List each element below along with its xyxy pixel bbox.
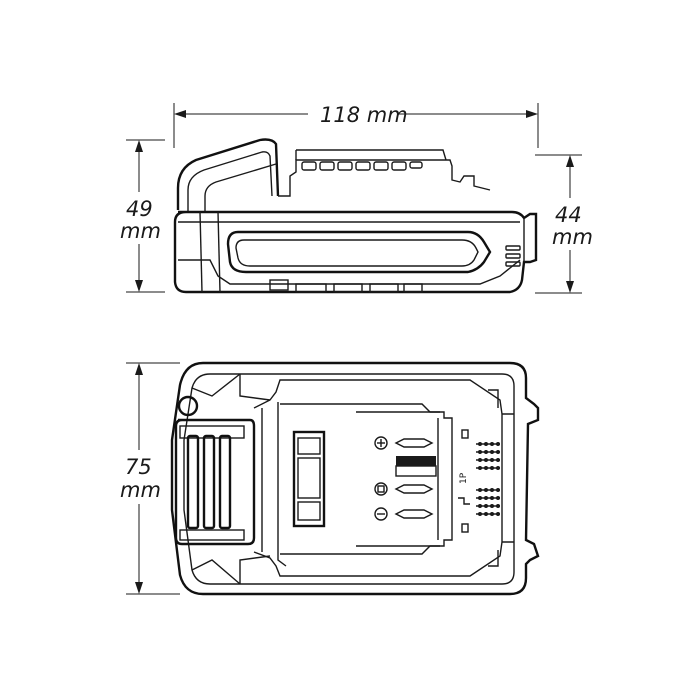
minus-terminal-icon <box>374 507 388 521</box>
battery-top-view: 1P <box>170 361 540 596</box>
data-terminal-icon <box>374 482 388 496</box>
battery-side-view <box>173 138 538 294</box>
depth-unit: mm <box>120 478 161 502</box>
terminal-slots <box>394 438 437 519</box>
width-value: 118 mm <box>320 103 408 127</box>
plus-terminal-icon <box>374 436 388 450</box>
height-body-value: 44 <box>555 203 582 227</box>
width-dimension: 118 mm <box>173 103 539 148</box>
depth-value: 75 <box>125 455 152 479</box>
height-total-unit: mm <box>120 219 161 243</box>
height-total-dimension: 49 mm <box>120 139 165 293</box>
depth-dimension: 75 mm <box>120 362 180 595</box>
center-vent <box>292 430 326 528</box>
bottom-ribs <box>269 279 423 293</box>
height-body-dimension: 44 mm <box>535 154 593 294</box>
top-vent-slots <box>301 161 423 171</box>
cell-config-label: 1P <box>459 472 469 484</box>
connector-pins <box>458 429 500 533</box>
height-total-value: 49 <box>126 197 153 221</box>
height-body-unit: mm <box>552 225 593 249</box>
